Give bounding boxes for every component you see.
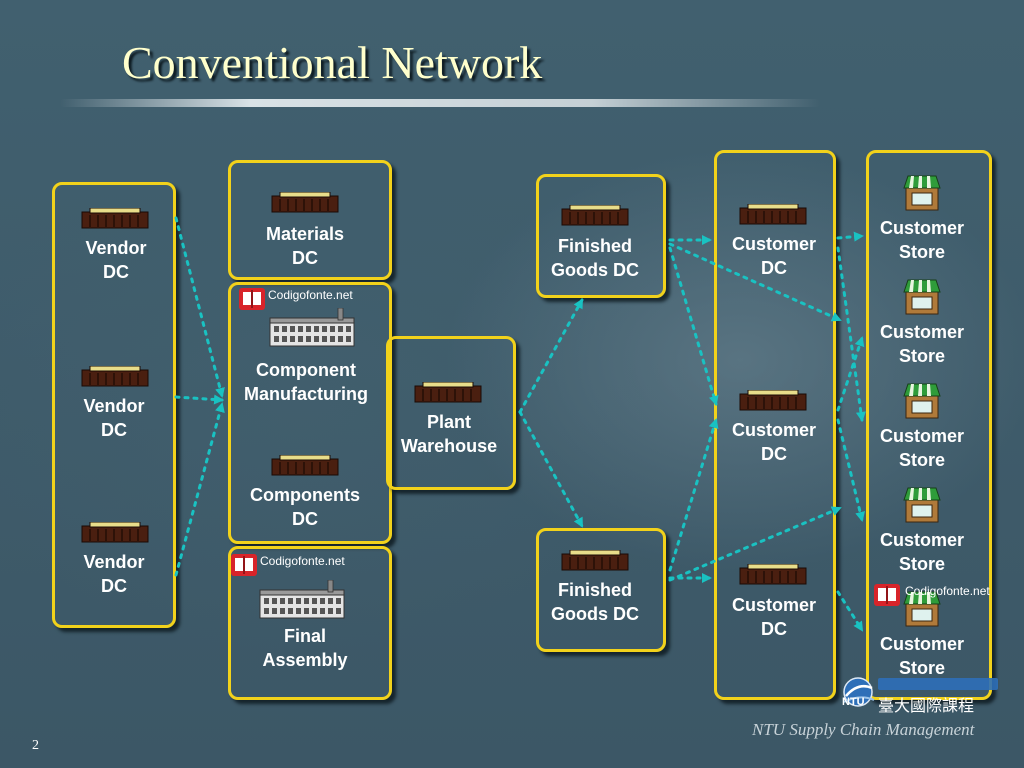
- title-underline: [60, 99, 820, 107]
- book-icon: [239, 288, 265, 310]
- store-awning-icon: [903, 383, 941, 419]
- logo-banner: [878, 678, 998, 690]
- customer-dc-building-icon: [739, 564, 807, 585]
- components-dc-building-icon: [271, 455, 339, 476]
- finished-goods-dc-box-bottom: [536, 528, 666, 652]
- arrow-finished2-to-customer-dc2: [668, 418, 719, 572]
- plant-warehouse-box: [386, 336, 516, 490]
- arrow-plant-to-finished2: [518, 410, 584, 528]
- materials-dc-box: [228, 160, 392, 280]
- vendor-dc-building-icon: [81, 208, 149, 229]
- globe-icon: [843, 677, 875, 707]
- arrow-vendor3-to-component: [174, 402, 225, 577]
- ntu-logo: NTU 臺大國際課程: [838, 672, 1008, 715]
- arrow-customer-dc2-to-store2: [836, 336, 865, 412]
- footer-course-title: NTU Supply Chain Management: [752, 720, 975, 739]
- store-awning-icon: [903, 487, 941, 523]
- watermark-2: Codigofonte.net: [230, 552, 380, 578]
- store-awning-icon: [903, 591, 941, 627]
- arrow-customer-dc3-to-store4: [668, 506, 842, 582]
- arrow-vendor2-to-component: [174, 394, 224, 405]
- finished-goods-dc-building-icon: [561, 550, 629, 571]
- finished-goods-dc-building-icon: [561, 205, 629, 226]
- arrow-customer-dc3-to-store5: [836, 590, 864, 632]
- arrow-customer-dc1-to-store1: [836, 231, 864, 242]
- book-icon: [231, 554, 257, 576]
- vendor-dc-building-icon: [81, 366, 149, 387]
- arrow-finished1-to-customer-dc2: [668, 246, 719, 406]
- factory-icon: [259, 580, 345, 619]
- book-icon: [874, 584, 900, 606]
- vendor-column-box: [52, 182, 176, 628]
- arrow-finished1-to-store2: [668, 242, 842, 322]
- customer-store-column-box: [866, 150, 992, 700]
- watermark-1: Codigofonte.net: [238, 286, 388, 312]
- arrow-customer-dc2-to-store4: [836, 418, 865, 522]
- arrow-customer-dc1-to-store3: [836, 246, 866, 422]
- page-number: 2: [32, 738, 39, 753]
- watermark-3: Codigofonte.net: [873, 582, 1013, 608]
- vendor-dc-building-icon: [81, 522, 149, 543]
- slide-title: Conventional Network: [122, 37, 543, 88]
- store-awning-icon: [903, 279, 941, 315]
- customer-dc-building-icon: [739, 390, 807, 411]
- store-awning-icon: [903, 175, 941, 211]
- materials-dc-building-icon: [271, 192, 339, 213]
- arrow-vendor1-to-component: [174, 216, 225, 398]
- plant-warehouse-building-icon: [414, 382, 482, 403]
- final-assembly-box: [228, 546, 392, 700]
- factory-icon: [269, 308, 355, 347]
- finished-goods-dc-box-top: [536, 174, 666, 298]
- arrow-plant-to-finished1: [518, 298, 584, 414]
- customer-dc-building-icon: [739, 204, 807, 225]
- component-manufacturing-box: [228, 282, 392, 544]
